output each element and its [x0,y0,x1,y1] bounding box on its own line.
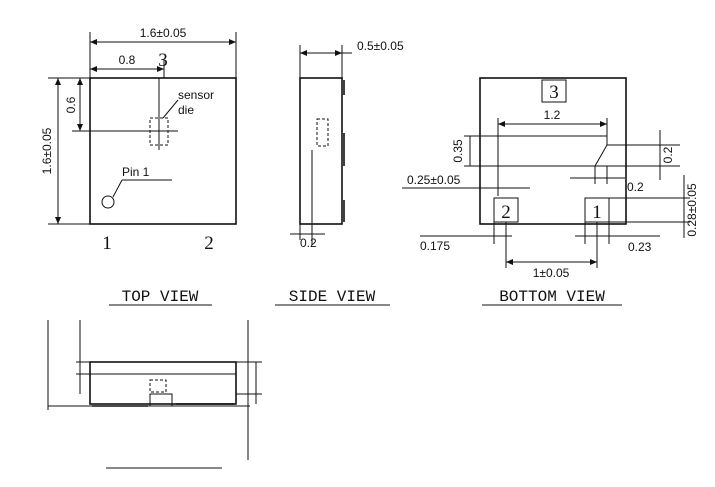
top-pin-2: 2 [204,233,214,254]
bottom-view-caption: BOTTOM VIEW [499,288,605,306]
bottom-pin-3: 3 [549,82,559,103]
side-lower-die [149,379,167,393]
bottom-dim-chamfer-v: 0.2 [661,146,675,163]
side-view-upper: 0.5±0.05 0.2 SIDE VIEW [275,39,404,306]
top-view-caption: TOP VIEW [122,288,199,306]
side-dim-thickness: 0.5±0.05 [357,39,404,53]
top-view-body [89,77,237,225]
top-dim-offset-x: 0.8 [119,53,136,67]
bottom-dim-pad3-height: 0.35 [451,139,465,163]
bottom-dim-right-pad: 0.23 [628,240,652,254]
top-pin-1: 1 [102,233,112,254]
side-view-caption-upper: SIDE VIEW [289,288,376,306]
bottom-pin-1: 1 [592,202,602,223]
sensor-label-1: sensor [178,88,214,102]
bottom-dim-pitch: 1±0.05 [533,266,570,280]
side-lower-body [89,361,237,405]
bottom-dim-pad-height: 0.28±0.05 [685,183,699,237]
bottom-view-body [479,77,627,225]
bottom-pin-2: 2 [501,202,511,223]
top-dim-width: 1.6±0.05 [140,26,187,40]
top-view: 1.6±0.05 0.8 3 1.6±0.05 0.6 sensor die P… [40,26,237,306]
bottom-dim-left-pad: 0.175 [420,239,450,253]
bottom-dim-chamfer-h: 0.2 [627,180,644,194]
pin1-marker [101,195,115,209]
bottom-dim-pad3-length: 1.2 [544,108,561,122]
side-view-body [299,77,343,225]
bottom-dim-gap: 0.25±0.05 [407,173,461,187]
pad-3 [497,135,608,167]
top-pin-3: 3 [158,50,168,71]
top-dim-height: 1.6±0.05 [40,127,54,174]
side-dim-pad: 0.2 [300,236,317,250]
bottom-view: 3 1.2 0.35 0.2 0.2 0.25±0.05 2 1 [402,77,699,306]
pin1-label: Pin 1 [122,165,150,179]
side-die-outline [316,118,329,147]
side-view-lower [47,320,262,469]
sensor-label-2: die [178,103,194,117]
top-dim-offset-y: 0.6 [64,96,78,113]
